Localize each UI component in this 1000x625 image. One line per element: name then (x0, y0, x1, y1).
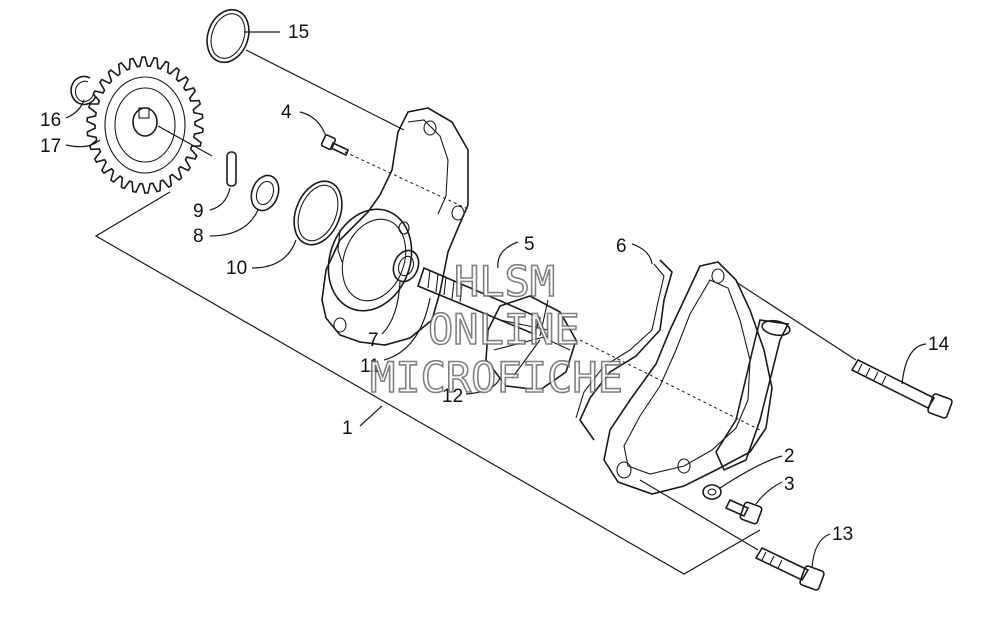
callout-6: 6 (616, 236, 627, 257)
callout-13: 13 (832, 524, 853, 545)
leader-3 (755, 481, 783, 505)
pump-cover (603, 261, 791, 495)
leader-1 (359, 405, 383, 427)
bolt-part-14 (850, 358, 953, 419)
callout-8: 8 (193, 226, 204, 247)
seal-part-7 (392, 249, 420, 283)
sprocket-part-17 (86, 56, 204, 194)
callout-15: 15 (288, 22, 309, 43)
center-line-17 (157, 125, 213, 157)
leader-4 (299, 111, 327, 137)
assembly-bracket (94, 191, 761, 575)
leader-8 (209, 209, 259, 237)
leader-6 (631, 243, 653, 265)
callout-14: 14 (928, 334, 950, 355)
leader-9 (209, 187, 231, 211)
bolt-part-3 (724, 498, 763, 525)
callout-17: 17 (40, 136, 61, 157)
leader-13 (811, 533, 831, 569)
center-line-13 (639, 479, 759, 551)
callout-11: 11 (360, 356, 380, 377)
leader-10 (251, 239, 297, 269)
shaft-part-11 (417, 266, 542, 336)
leader-2 (719, 455, 783, 489)
callout-10: 10 (226, 258, 247, 279)
bolt-part-4 (320, 134, 350, 157)
leader-14 (901, 343, 927, 385)
o-ring-part-10 (293, 180, 343, 246)
callout-3: 3 (784, 474, 795, 495)
leader-17 (65, 139, 101, 148)
callout-16: 16 (40, 110, 61, 131)
callout-2: 2 (784, 446, 795, 467)
gasket-part-6 (575, 259, 673, 441)
impeller-part-12 (485, 295, 577, 391)
leader-5 (497, 241, 519, 269)
watermark-line-1: HLSM (454, 257, 555, 306)
callout-5: 5 (524, 234, 535, 255)
center-line-14 (735, 281, 857, 361)
callout-1: 1 (342, 418, 353, 439)
leader-11 (383, 297, 431, 361)
washer-part-8 (250, 174, 280, 212)
o-ring-part-15 (206, 8, 250, 64)
watermark-line-2: ONLINE (428, 305, 580, 354)
center-line-15 (245, 49, 405, 131)
bolt-part-13 (754, 546, 825, 591)
watermark-line-3: MICROFICHE (370, 353, 623, 402)
callout-7: 7 (368, 330, 379, 351)
callout-12: 12 (442, 386, 463, 407)
circlip-part-16 (70, 75, 97, 106)
washer-part-2 (702, 484, 722, 500)
pin-part-9 (226, 151, 237, 187)
callout-4: 4 (281, 102, 292, 123)
leader-7 (381, 281, 401, 335)
pump-housing (321, 107, 469, 346)
leader-12 (465, 377, 501, 395)
leader-16 (65, 99, 85, 119)
callout-9: 9 (193, 201, 204, 222)
center-line-upper (344, 151, 471, 211)
